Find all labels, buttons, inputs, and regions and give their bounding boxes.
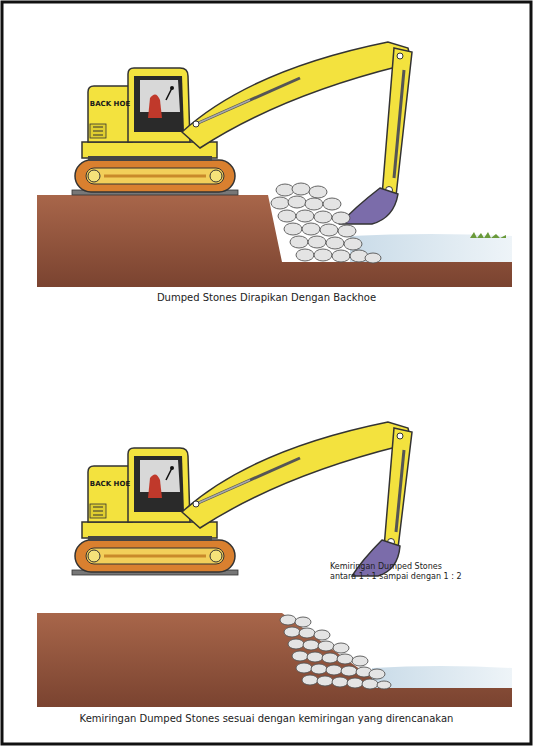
dumped-stones: [271, 183, 381, 263]
machine-decal: BACK HOE: [89, 480, 131, 488]
bottom-scene: [37, 422, 512, 707]
dumped-stones: [280, 615, 391, 689]
panel-caption: Dumped Stones Dirapikan Dengan Backhoe: [0, 292, 533, 304]
figure-caption: Kemiringan Dumped Stones sesuai dengan k…: [0, 713, 533, 725]
top-scene: [37, 42, 512, 287]
machine-decal: BACK HOE: [89, 100, 131, 108]
slope-note: Kemiringan Dumped Stones antara 1 : 1 sa…: [330, 562, 465, 581]
